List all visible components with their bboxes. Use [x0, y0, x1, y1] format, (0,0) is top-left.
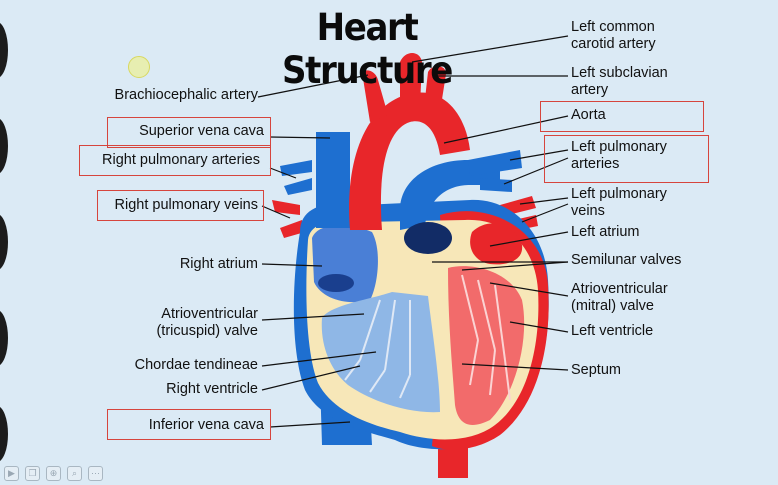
search-icon[interactable]: ⌕ [67, 466, 82, 481]
aortic-arch-shape [349, 92, 470, 230]
highlight-box-right-pulmonary-veins [97, 190, 264, 221]
label-left-pulmonary-arteries-line1: Left pulmonary [571, 139, 667, 155]
label-right-pulmonary-veins: Right pulmonary veins [114, 197, 258, 213]
label-left-subclavian-line1: Left subclavian [571, 65, 668, 81]
right-pulmonary-artery-shape [284, 178, 312, 195]
label-left-pulmonary-veins-line1: Left pulmonary [571, 186, 667, 202]
play-icon[interactable]: ▶ [4, 466, 19, 481]
left-pulmonary-artery-shape [480, 178, 512, 192]
label-left-common-carotid-line1: Left common [571, 19, 655, 35]
highlight-box-inferior-vena-cava [107, 409, 271, 440]
left-common-carotid-shape [400, 53, 422, 108]
highlight-box-aorta [540, 101, 704, 132]
page-title: Heart Structure [282, 6, 453, 92]
thumbnail-edge [0, 214, 8, 270]
thumbnail-edge [0, 406, 8, 462]
label-septum: Septum [571, 362, 621, 378]
left-ventricle-chamber [448, 266, 525, 425]
cursor-highlight [128, 56, 150, 78]
left-pulmonary-artery-shape [468, 150, 522, 176]
label-aorta: Aorta [571, 107, 606, 123]
label-left-pulmonary-veins-line2: veins [571, 203, 605, 219]
more-icon[interactable]: ⋯ [88, 466, 103, 481]
leader-lines [257, 35, 569, 428]
label-left-pulmonary-arteries-line2: arteries [571, 156, 620, 172]
label-left-atrium: Left atrium [571, 224, 640, 240]
copy-icon[interactable]: ❐ [25, 466, 40, 481]
left-subclavian-shape [424, 66, 446, 112]
label-left-common-carotid-line2: carotid artery [571, 36, 656, 52]
right-pulmonary-vein-shape [272, 200, 300, 215]
label-right-atrium: Right atrium [179, 256, 258, 272]
presentation-toolbar: ▶ ❐ ⊕ ⌕ ⋯ [4, 466, 103, 482]
label-superior-vena-cava: Superior vena cava [139, 123, 264, 139]
right-pulmonary-vein-shape [280, 220, 305, 238]
label-chordae-tendineae: Chordae tendineae [134, 357, 258, 373]
pulmonary-valve-opening [404, 222, 452, 254]
pulmonary-trunk-shape [400, 160, 500, 230]
highlight-box-right-pulmonary-arteries [79, 145, 271, 176]
label-right-pulmonary-arteries: Right pulmonary arteries [102, 152, 260, 168]
label-right-ventricle: Right ventricle [166, 381, 258, 397]
brachiocephalic-artery-shape [362, 70, 388, 122]
label-brachiocephalic-artery: Brachiocephalic artery [114, 87, 258, 103]
chordae-right [344, 299, 411, 399]
highlight-box-superior-vena-cava [107, 117, 271, 148]
left-atrium-chamber [470, 223, 523, 265]
label-left-ventricle: Left ventricle [571, 323, 654, 339]
right-pulmonary-artery-shape [280, 160, 312, 176]
label-av-mitral-line1: Atrioventricular [571, 281, 668, 297]
thumbnail-edge [0, 22, 8, 78]
ivc-opening [318, 274, 354, 292]
label-semilunar-valves: Semilunar valves [571, 252, 682, 268]
label-inferior-vena-cava: Inferior vena cava [148, 417, 264, 433]
thumbnail-edge [0, 310, 8, 366]
label-av-tricuspid-line2: (tricuspid) valve [156, 323, 258, 339]
zoom-icon[interactable]: ⊕ [46, 466, 61, 481]
highlight-box-left-pulmonary-arteries [544, 135, 709, 183]
superior-vena-cava-shape [316, 132, 350, 228]
label-av-mitral-line2: (mitral) valve [571, 298, 654, 314]
label-left-subclavian-line2: artery [571, 82, 609, 98]
label-av-tricuspid-line1: Atrioventricular [161, 306, 258, 322]
thumbnail-edge [0, 118, 8, 174]
